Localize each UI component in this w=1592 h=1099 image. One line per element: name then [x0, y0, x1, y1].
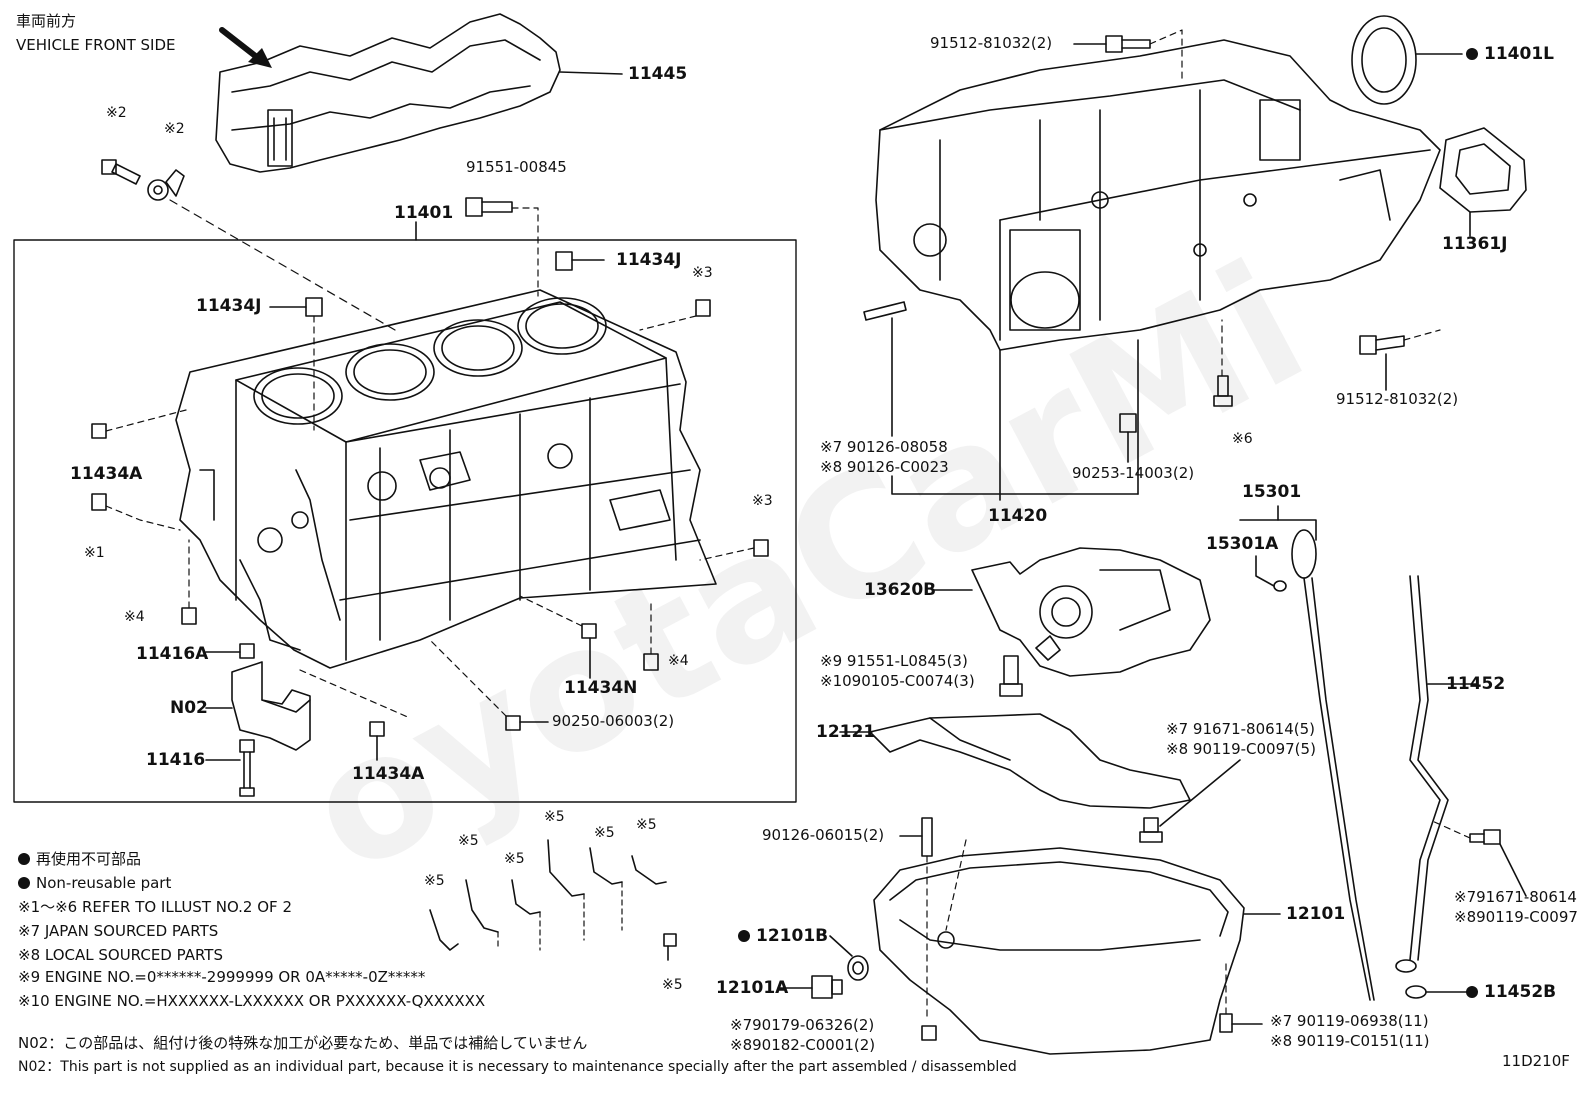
bolt-91512-right-part — [1359, 335, 1405, 355]
part-11434j-b[interactable]: 11434J — [196, 296, 262, 316]
part-12121[interactable]: 12121 — [816, 722, 876, 742]
legend-line-4: ※7 JAPAN SOURCED PARTS — [18, 922, 219, 940]
part-12101[interactable]: 12101 — [1286, 904, 1346, 924]
stud-bolt-part — [921, 817, 933, 857]
front-arrow-icon — [219, 27, 272, 68]
front-label-en: VEHICLE FRONT SIDE — [16, 36, 176, 54]
mark-4-b: ※4 — [668, 653, 689, 669]
bearing-cap-part — [231, 661, 311, 751]
part-15301[interactable]: 15301 — [1242, 482, 1302, 502]
part-91512-81032-right[interactable]: 91512-81032(2) — [1336, 390, 1459, 408]
retainer-cover-part — [1439, 127, 1527, 213]
bolt-2-part — [101, 159, 141, 185]
oil-pump-part — [971, 547, 1211, 677]
mark-5-b: ※5 — [594, 825, 615, 841]
part-n02[interactable]: N02 — [170, 698, 208, 718]
n02-note-en: N02：This part is not supplied as an indi… — [18, 1059, 1017, 1075]
non-reusable-icon — [1466, 986, 1478, 998]
part-11401l[interactable]: 11401L — [1466, 46, 1554, 63]
legend-line-5: ※8 LOCAL SOURCED PARTS — [18, 946, 223, 964]
mark-5-c: ※5 — [636, 817, 657, 833]
mark-4-a: ※4 — [124, 609, 145, 625]
mark-5-e: ※5 — [504, 851, 525, 867]
row-90126-08058[interactable]: ※7 90126-08058 — [820, 438, 948, 456]
part-11434a-a[interactable]: 11434A — [70, 464, 143, 484]
part-11434n[interactable]: 11434N — [564, 678, 638, 698]
part-11420[interactable]: 11420 — [988, 506, 1048, 526]
cylinder-block-part — [175, 289, 717, 669]
part-11401[interactable]: 11401 — [394, 203, 454, 223]
front-label-jp: 車両前方 — [16, 12, 77, 30]
part-91512-81032-top[interactable]: 91512-81032(2) — [930, 34, 1053, 52]
n02-note-jp: N02：この部品は、組付け後の特殊な加工が必要なため、単品では補給していません — [18, 1034, 588, 1052]
mark-1: ※1 — [84, 545, 105, 561]
oil-seal-part — [1351, 15, 1417, 105]
oil-jets-part — [429, 839, 677, 961]
bullet-icon — [18, 853, 30, 865]
part-11361j[interactable]: 11361J — [1442, 234, 1508, 254]
oil-pan-upper-part — [875, 39, 1441, 351]
row-90119-c0151[interactable]: ※8 90119-C0151(11) — [1270, 1032, 1430, 1050]
mark-5-f: ※5 — [424, 873, 445, 889]
knock-sensor-part — [147, 169, 185, 201]
mark-5-a: ※5 — [544, 809, 565, 825]
drain-gasket-part — [847, 955, 869, 981]
part-11434j-a[interactable]: 11434J — [616, 250, 682, 270]
bolt-91551-00845-part — [465, 197, 513, 217]
part-90250-06003[interactable]: 90250-06003(2) — [552, 712, 675, 730]
row-90105-c0074[interactable]: ※1090105-C0074(3) — [820, 672, 975, 690]
part-90253-14003[interactable]: 90253-14003(2) — [1072, 464, 1195, 482]
mark-3-a: ※3 — [692, 265, 713, 281]
part-11452b[interactable]: 11452B — [1466, 984, 1556, 1001]
non-reusable-icon — [738, 930, 750, 942]
oil-pan-part — [873, 847, 1245, 1055]
non-reusable-icon — [1466, 48, 1478, 60]
mark-2-b: ※2 — [164, 121, 185, 137]
pump-bolt-part — [999, 655, 1023, 697]
mark-6: ※6 — [1232, 431, 1253, 447]
guide-bolt-part — [1469, 829, 1501, 845]
dipstick-guide-part — [1395, 575, 1449, 973]
mark-5-g: ※5 — [662, 977, 683, 993]
legend-line-3: ※1～※6 REFER TO ILLUST NO.2 OF 2 — [18, 898, 292, 916]
part-12101a[interactable]: 12101A — [716, 978, 789, 998]
row-91671-80614[interactable]: ※791671-80614 — [1454, 888, 1577, 906]
part-11452[interactable]: 11452 — [1446, 674, 1506, 694]
row-90179-06326[interactable]: ※790179-06326(2) — [730, 1016, 875, 1034]
bullet-icon — [18, 877, 30, 889]
part-15301a[interactable]: 15301A — [1206, 534, 1279, 554]
legend-line-2: Non-reusable part — [18, 876, 171, 891]
legend-line-1: 再使用不可部品 — [18, 852, 141, 867]
row-90182-c0001[interactable]: ※890182-C0001(2) — [730, 1036, 876, 1054]
part-11434a-b[interactable]: 11434A — [352, 764, 425, 784]
dipstick-part — [1273, 529, 1375, 1001]
legend-line-6: ※9 ENGINE NO.=0******-2999999 OR 0A*****… — [18, 968, 426, 986]
drain-plug-part — [811, 975, 843, 999]
part-13620b[interactable]: 13620B — [864, 580, 937, 600]
legend-line-7: ※10 ENGINE NO.=HXXXXXX-LXXXXXX OR PXXXXX… — [18, 992, 486, 1010]
row-90126-c0023[interactable]: ※8 90126-C0023 — [820, 458, 949, 476]
row-91671-80614-5[interactable]: ※7 91671-80614(5) — [1166, 720, 1316, 738]
part-91551-00845[interactable]: 91551-00845 — [466, 158, 567, 176]
water-jacket-spacer-part — [215, 13, 561, 173]
bolt-91512-top-part — [1105, 35, 1151, 53]
part-11445[interactable]: 11445 — [628, 64, 688, 84]
baffle-plate-part — [869, 713, 1191, 809]
part-11416a[interactable]: 11416A — [136, 644, 209, 664]
part-11416[interactable]: 11416 — [146, 750, 206, 770]
diagram-code: 11D210F — [1502, 1052, 1570, 1070]
bearing-cap-bolt-part — [239, 739, 255, 797]
row-90119-06938[interactable]: ※7 90119-06938(11) — [1270, 1012, 1429, 1030]
mark-3-b: ※3 — [752, 493, 773, 509]
row-90119-c0097-5[interactable]: ※8 90119-C0097(5) — [1166, 740, 1316, 758]
part-12101b[interactable]: 12101B — [738, 928, 828, 945]
baffle-bolt-part — [1139, 817, 1163, 843]
row-90119-c0097[interactable]: ※890119-C0097 — [1454, 908, 1578, 926]
row-91551-l0845[interactable]: ※9 91551-L0845(3) — [820, 652, 968, 670]
bolt-6-part — [1213, 375, 1233, 407]
mark-5-d: ※5 — [458, 833, 479, 849]
mark-2-a: ※2 — [106, 105, 127, 121]
part-90126-06015[interactable]: 90126-06015(2) — [762, 826, 885, 844]
